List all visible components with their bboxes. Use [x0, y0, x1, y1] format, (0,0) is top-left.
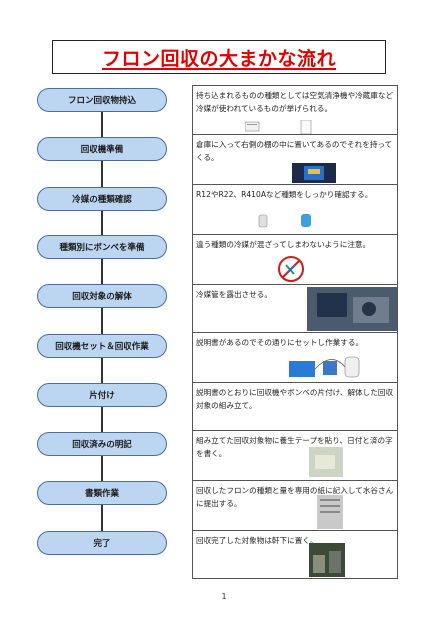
step-description: 回収完了した対象物は軒下に置く。 — [196, 536, 318, 545]
step-10-description-cell: 回収完了した対象物は軒下に置く。 — [192, 531, 398, 579]
step-description: 違う種類の冷媒が混ざってしまわないように注意。 — [196, 240, 371, 249]
step-8-pill: 回収済みの明記 — [37, 432, 167, 456]
step-10-pill: 完了 — [37, 531, 167, 555]
step-label: フロン回収物持込 — [67, 96, 136, 106]
step-label: 回収対象の解体 — [72, 292, 132, 302]
page-title: フロン回収の大まかな流れ — [101, 47, 336, 70]
step-5-pill: 回収対象の解体 — [37, 284, 167, 308]
step-1-description-cell: 持ち込まれるものの種類としては空気清浄機や冷蔵庫など冷媒が使われているものが挙げ… — [192, 85, 398, 135]
step-description: 組み立てた回収対象物に養生テープを貼り、日付と済の字を書く。 — [196, 436, 393, 458]
storage-area-photo — [309, 543, 345, 577]
step-description: 回収したフロンの種類と量を専用の紙に記入して水谷さんに提出する。 — [196, 486, 394, 508]
recovery-machine-photo — [292, 163, 336, 183]
step-9-description-cell: 回収したフロンの種類と量を専用の紙に記入して水谷さんに提出する。 — [192, 481, 398, 531]
step-description: 冷媒管を露出させる。 — [196, 290, 272, 299]
step-description: 説明書のとおりに回収機やボンベの片付け、解体した回収対象の組み立て。 — [196, 388, 394, 410]
step-label: 冷媒の種類確認 — [72, 195, 132, 205]
no-mixing-icon — [278, 256, 304, 282]
flow-connector-line — [101, 100, 103, 540]
step-description: 持ち込まれるものの種類としては空気清浄機や冷蔵庫など冷媒が使われているものが挙げ… — [196, 91, 394, 113]
step-6-pill: 回収機セット＆回収作業 — [37, 334, 167, 358]
step-4-description-cell: 違う種類の冷媒が混ざってしまわないように注意。 — [192, 235, 398, 285]
step-4-pill: 種類別にボンベを準備 — [37, 235, 167, 259]
step-3-pill: 冷媒の種類確認 — [37, 187, 167, 211]
disassembly-photo — [307, 287, 397, 331]
step-label: 回収機準備 — [80, 145, 124, 155]
step-label: 完了 — [93, 539, 111, 549]
appliance-photo — [245, 120, 312, 134]
setup-diagram-photo — [289, 356, 360, 378]
step-description: 説明書があるのでその通りにセットし作業する。 — [196, 338, 364, 347]
step-1-pill: フロン回収物持込 — [37, 88, 167, 112]
step-description: 倉庫に入って右側の棚の中に置いてあるのでそれを持ってくる。 — [196, 140, 393, 162]
step-9-pill: 書類作業 — [37, 481, 167, 505]
step-label: 回収機セット＆回収作業 — [55, 342, 149, 352]
step-2-description-cell: 倉庫に入って右側の棚の中に置いてあるのでそれを持ってくる。 — [192, 135, 398, 185]
title-box: フロン回収の大まかな流れ — [52, 40, 386, 74]
step-5-description-cell: 冷媒管を露出させる。 — [192, 285, 398, 333]
refrigerant-cans-photo — [258, 214, 311, 228]
step-3-description-cell: R12やR22、R410Aなど種類をしっかり確認する。 — [192, 185, 398, 235]
labeled-unit-photo — [309, 447, 343, 477]
page-number: 1 — [221, 592, 227, 601]
step-7-pill: 片付け — [37, 383, 167, 407]
step-label: 回収済みの明記 — [72, 440, 132, 450]
step-8-description-cell: 組み立てた回収対象物に養生テープを貼り、日付と済の字を書く。 — [192, 431, 398, 481]
step-2-pill: 回収機準備 — [37, 137, 167, 161]
step-6-description-cell: 説明書があるのでその通りにセットし作業する。 — [192, 333, 398, 383]
document-form-photo — [317, 495, 343, 529]
step-7-description-cell: 説明書のとおりに回収機やボンベの片付け、解体した回収対象の組み立て。 — [192, 383, 398, 431]
step-label: 書類作業 — [84, 489, 119, 499]
step-label: 種類別にボンベを準備 — [59, 243, 145, 253]
step-description: R12やR22、R410Aなど種類をしっかり確認する。 — [196, 190, 373, 199]
step-label: 片付け — [89, 391, 115, 401]
